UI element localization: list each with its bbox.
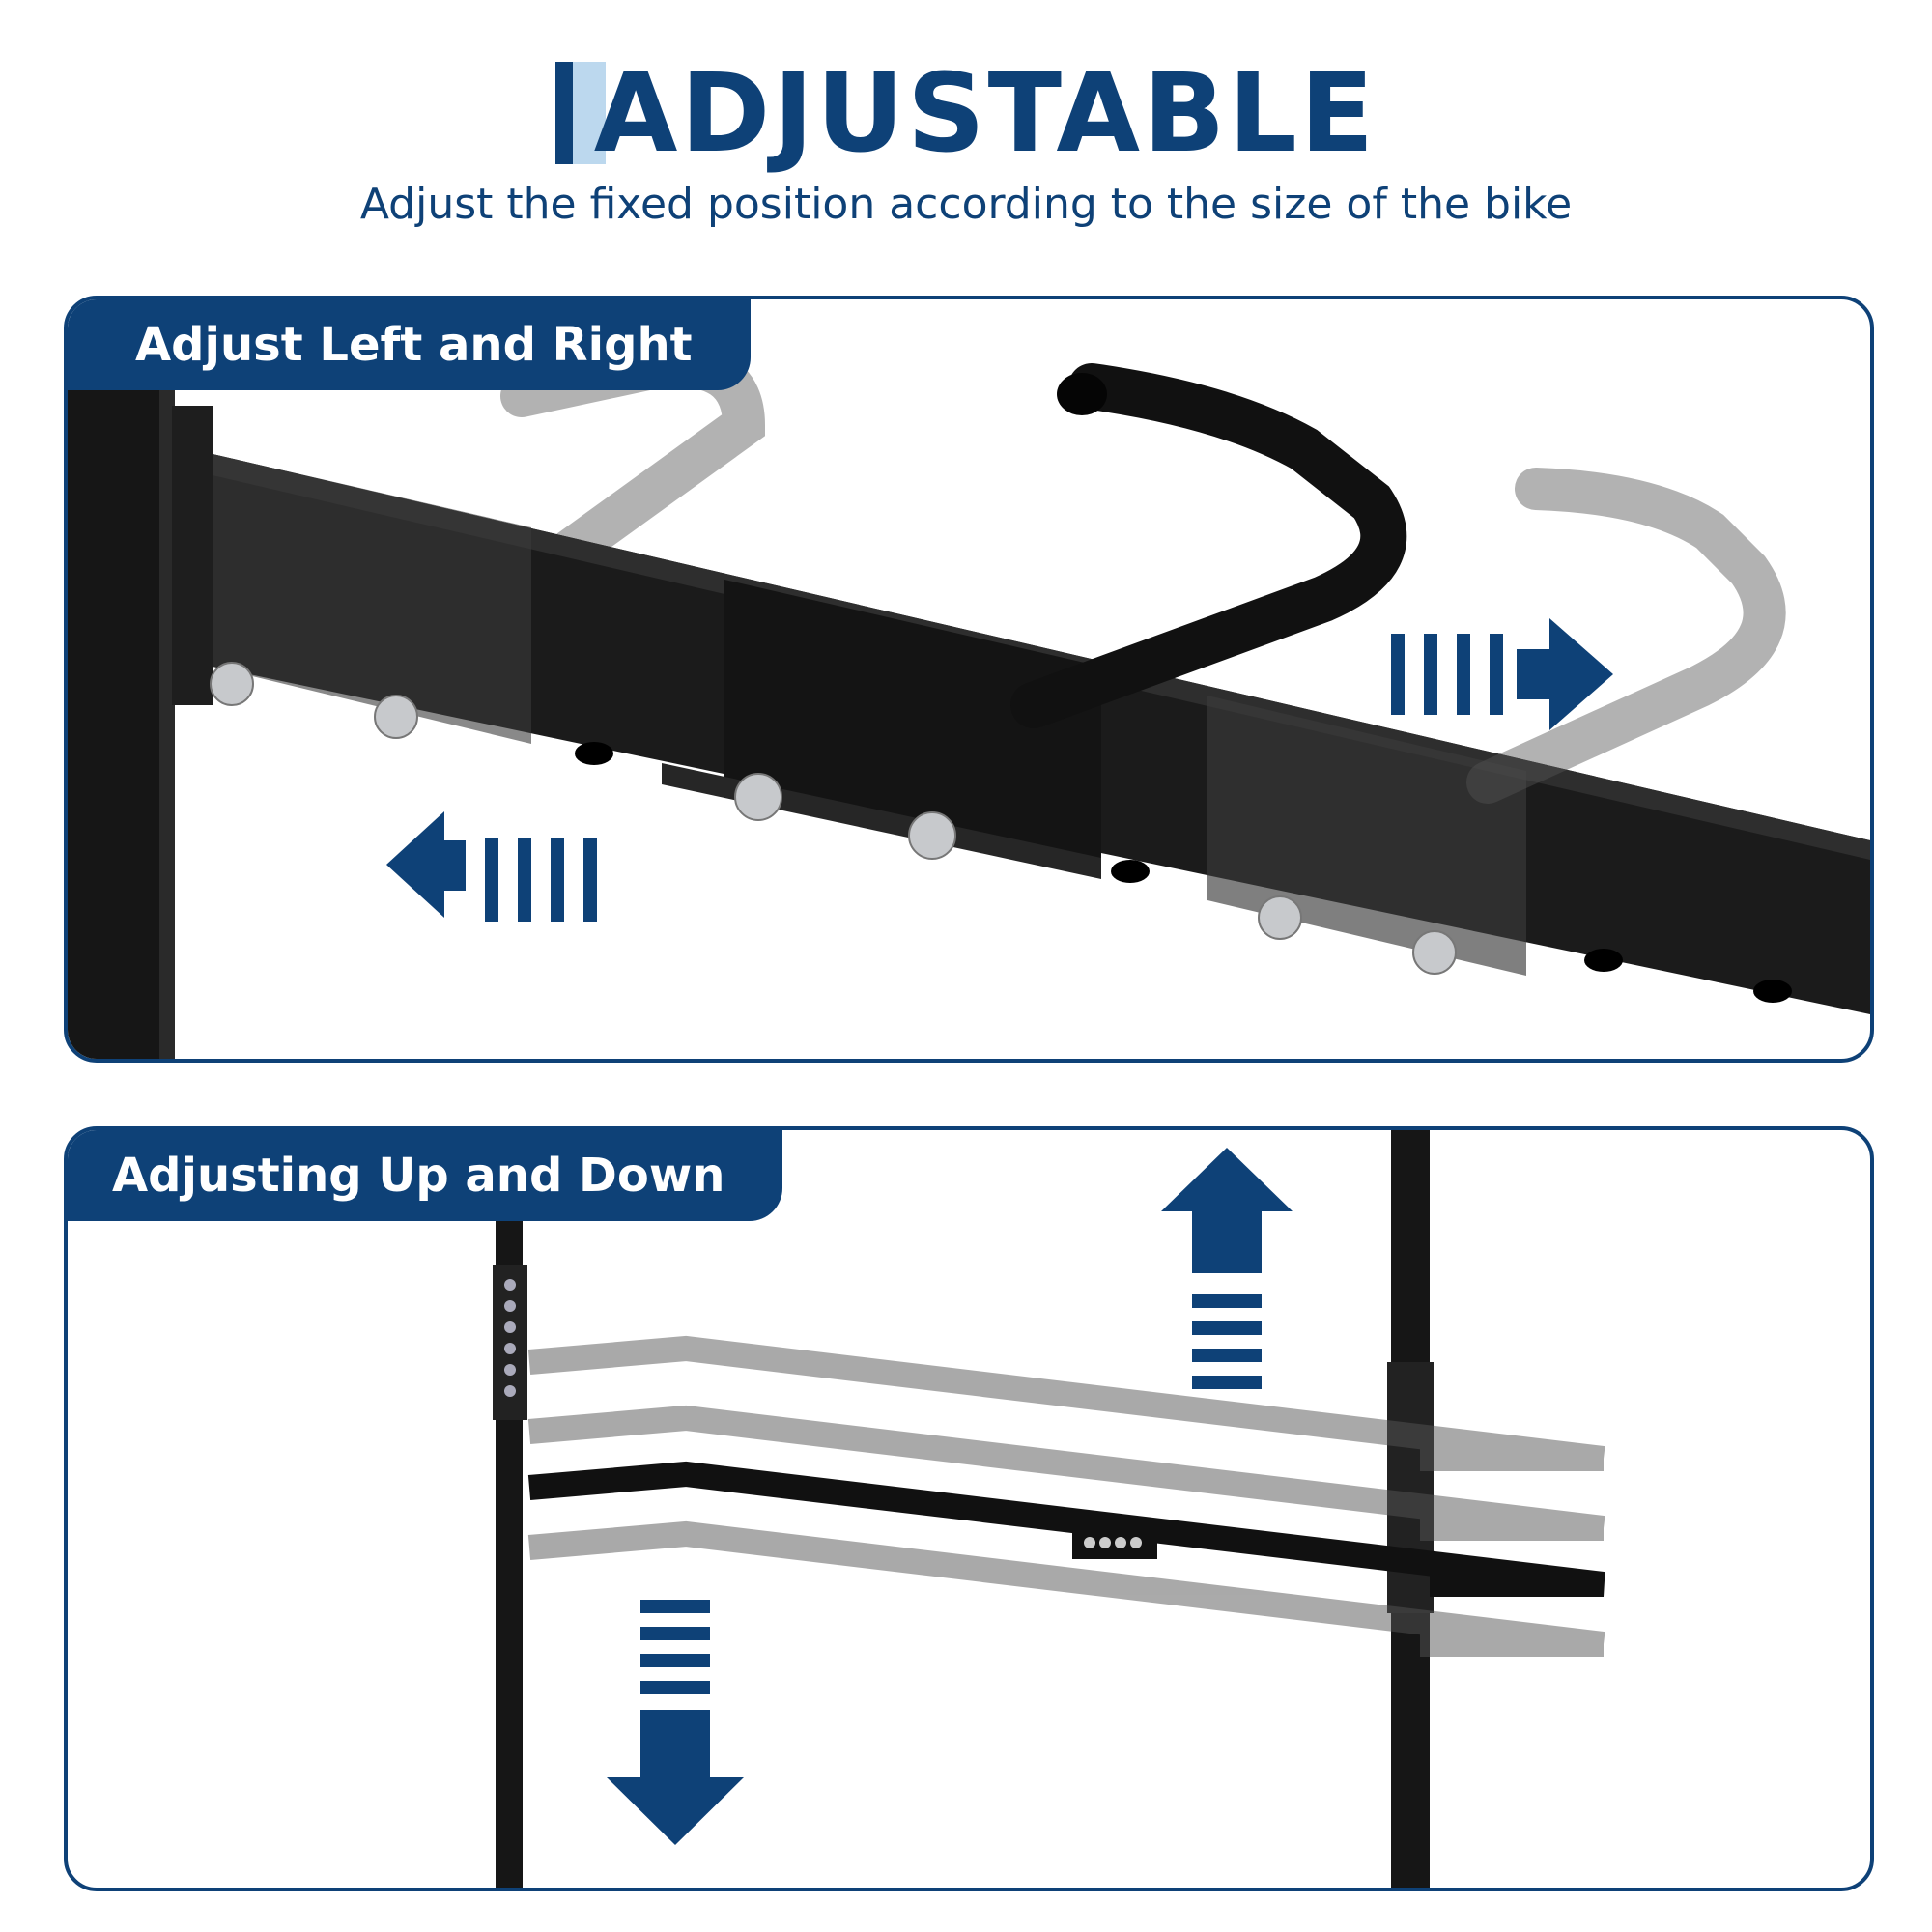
- arrow-right-icon: [1391, 618, 1613, 730]
- panel-adjust-left-right: Adjust Left and Right: [64, 296, 1874, 1063]
- panel-label-up-down: Adjusting Up and Down: [68, 1130, 783, 1221]
- bike-hook-main: [1010, 363, 1407, 728]
- rack-vertical-illustration: [493, 1130, 1605, 1888]
- crossbar-bolts: [1084, 1537, 1142, 1548]
- ghost-hook-right: [1466, 468, 1786, 804]
- ghost-crossbars: [527, 1335, 1605, 1657]
- panel-label-left-right: Adjust Left and Right: [68, 299, 751, 390]
- beam-sleeve-center: [724, 580, 1101, 860]
- title-block: ADJUSTABLE: [554, 51, 1378, 177]
- arrow-left-icon: [386, 811, 597, 922]
- post-bracket-plate: [172, 406, 213, 705]
- page-title: ADJUSTABLE: [593, 51, 1378, 177]
- beam-holes: [575, 742, 1792, 1003]
- title-accent-bar-light: [572, 62, 606, 164]
- left-post-holes: [504, 1279, 516, 1397]
- arrow-up-icon: [1161, 1148, 1293, 1389]
- ghost-hook-left: [500, 344, 766, 572]
- rack-upright-post: [68, 386, 174, 1059]
- header: ADJUSTABLE: [0, 58, 1932, 174]
- panel-adjust-up-down: Adjusting Up and Down: [64, 1126, 1874, 1891]
- beam-sleeve-ghost-right: [1208, 696, 1526, 976]
- rack-horizontal-illustration: [68, 344, 1870, 1059]
- page-subtitle: Adjust the fixed position according to t…: [359, 180, 1573, 229]
- title-accent-bar: [554, 62, 573, 164]
- arrow-down-icon: [607, 1600, 744, 1845]
- beam-bolts: [210, 662, 1457, 975]
